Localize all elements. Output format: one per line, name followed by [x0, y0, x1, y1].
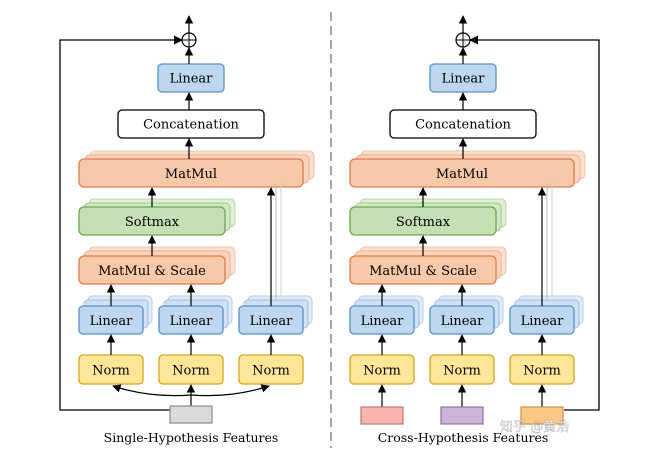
concatenation-block: Concatenation	[117, 109, 265, 139]
norm-label: Norm	[363, 364, 401, 379]
matmul-label: MatMul	[436, 167, 488, 182]
hypothesis-feature-1	[360, 406, 404, 425]
linear-key-label: Linear	[170, 314, 214, 329]
linear-value-label: Linear	[250, 314, 294, 329]
matmul-scale-label: MatMul & Scale	[98, 264, 206, 279]
output-linear-block: Linear	[157, 63, 225, 93]
residual-connection	[59, 35, 183, 411]
panel-caption: Single-Hypothesis Features	[104, 430, 279, 445]
linear-key-block: Linear	[429, 295, 504, 335]
panel-caption: Cross-Hypothesis Features	[378, 430, 549, 445]
norm-block-2: Norm	[429, 354, 495, 385]
norm-block-3: Norm	[238, 354, 304, 385]
linear-query-block: Linear	[78, 295, 153, 335]
matmul-block: MatMul	[349, 150, 586, 188]
concatenation-block: Concatenation	[389, 109, 537, 139]
matmul-label: MatMul	[165, 167, 217, 182]
concatenation-label: Concatenation	[415, 118, 511, 133]
residual-connection	[469, 35, 600, 411]
linear-key-block: Linear	[158, 295, 233, 335]
single-hypothesis-panel: Linear Concatenation MatMul Softmax	[59, 15, 315, 445]
linear-value-block: Linear	[509, 295, 584, 335]
linear-value-block: Linear	[238, 295, 313, 335]
add-node	[181, 32, 197, 48]
output-linear-label: Linear	[442, 72, 486, 87]
norm-label: Norm	[252, 364, 290, 379]
watermark-text: 知乎 @黄浩	[500, 419, 569, 435]
norm-label: Norm	[443, 364, 481, 379]
hypothesis-feature-3	[520, 406, 564, 425]
matmul-block: MatMul	[78, 150, 315, 188]
softmax-label: Softmax	[396, 215, 451, 230]
norm-block-1: Norm	[78, 354, 144, 385]
softmax-label: Softmax	[125, 215, 180, 230]
fanout-arrow	[112, 384, 192, 397]
hypothesis-feature-2	[440, 406, 484, 425]
output-linear-block: Linear	[429, 63, 497, 93]
linear-query-block: Linear	[349, 295, 424, 335]
add-node	[455, 32, 471, 48]
softmax-block: Softmax	[349, 198, 507, 236]
linear-query-label: Linear	[90, 314, 134, 329]
matmul-scale-block: MatMul & Scale	[78, 246, 236, 285]
single-hypothesis-feature	[169, 405, 213, 424]
matmul-scale-block: MatMul & Scale	[349, 246, 507, 285]
matmul-scale-label: MatMul & Scale	[369, 264, 477, 279]
fanout-arrow	[190, 384, 270, 397]
linear-value-label: Linear	[521, 314, 565, 329]
norm-label: Norm	[523, 364, 561, 379]
cross-hypothesis-panel: Linear Concatenation MatMul Softmax MatM…	[349, 15, 600, 445]
output-linear-label: Linear	[170, 72, 214, 87]
norm-label: Norm	[92, 364, 130, 379]
norm-label: Norm	[172, 364, 210, 379]
norm-block-1: Norm	[349, 354, 415, 385]
linear-key-label: Linear	[441, 314, 485, 329]
linear-query-label: Linear	[361, 314, 405, 329]
concatenation-label: Concatenation	[143, 118, 239, 133]
norm-block-2: Norm	[158, 354, 224, 385]
norm-block-3: Norm	[509, 354, 575, 385]
softmax-block: Softmax	[78, 198, 236, 236]
